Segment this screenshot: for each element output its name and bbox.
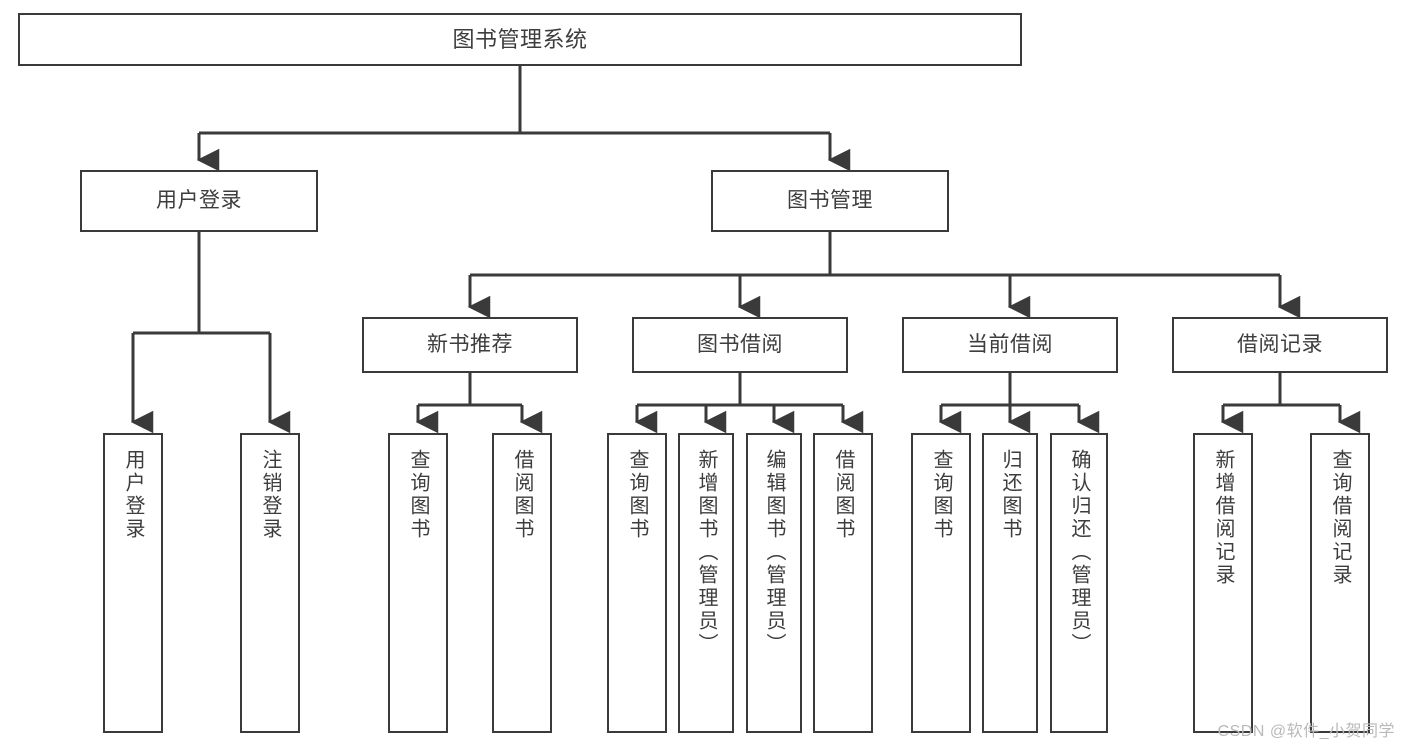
node-label: 查询图书	[407, 449, 429, 541]
node-label: 借阅图书	[832, 449, 854, 541]
leaf-user-login[interactable]: 用户登录	[103, 433, 163, 733]
leaf-query-book-recommend[interactable]: 查询图书	[388, 433, 448, 733]
leaf-edit-book-admin[interactable]: 编辑图书（管理员）	[746, 433, 802, 733]
node-label: 确认归还（管理员）	[1068, 449, 1090, 656]
leaf-add-borrow-record[interactable]: 新增借阅记录	[1193, 433, 1253, 733]
leaf-confirm-return-admin[interactable]: 确认归还（管理员）	[1050, 433, 1108, 733]
node-new-book-recommend[interactable]: 新书推荐	[362, 317, 578, 373]
node-book-borrow[interactable]: 图书借阅	[632, 317, 848, 373]
node-label: 借阅图书	[511, 449, 533, 541]
leaf-add-book-admin[interactable]: 新增图书（管理员）	[678, 433, 734, 733]
leaf-logout[interactable]: 注销登录	[240, 433, 300, 733]
leaf-query-borrow-record[interactable]: 查询借阅记录	[1310, 433, 1370, 733]
leaf-borrow-book-recommend[interactable]: 借阅图书	[492, 433, 552, 733]
node-label: 新书推荐	[427, 332, 513, 356]
node-current-borrow[interactable]: 当前借阅	[902, 317, 1118, 373]
node-label: 图书管理	[787, 188, 873, 212]
node-label: 图书借阅	[697, 332, 783, 356]
node-label: 用户登录	[156, 188, 242, 212]
node-label: 查询借阅记录	[1329, 449, 1351, 587]
leaf-return-book[interactable]: 归还图书	[982, 433, 1038, 733]
leaf-query-book-borrow[interactable]: 查询图书	[607, 433, 667, 733]
node-label: 借阅记录	[1237, 332, 1323, 356]
node-label: 查询图书	[626, 449, 648, 541]
node-label: 当前借阅	[967, 332, 1053, 356]
csdn-watermark: CSDN @软件_小贺同学	[1217, 723, 1395, 740]
node-label: 归还图书	[999, 449, 1021, 541]
node-label: 用户登录	[122, 449, 144, 541]
node-user-login[interactable]: 用户登录	[80, 170, 318, 232]
node-label: 注销登录	[259, 449, 281, 541]
node-root-system[interactable]: 图书管理系统	[18, 13, 1022, 66]
node-book-management[interactable]: 图书管理	[711, 170, 949, 232]
leaf-query-book-current[interactable]: 查询图书	[911, 433, 971, 733]
node-borrow-records[interactable]: 借阅记录	[1172, 317, 1388, 373]
node-label: 新增借阅记录	[1212, 449, 1234, 587]
node-label: 编辑图书（管理员）	[763, 449, 785, 656]
node-label: 新增图书（管理员）	[695, 449, 717, 656]
leaf-borrow-book[interactable]: 借阅图书	[813, 433, 873, 733]
node-label: 查询图书	[930, 449, 952, 541]
node-label: 图书管理系统	[452, 26, 588, 52]
